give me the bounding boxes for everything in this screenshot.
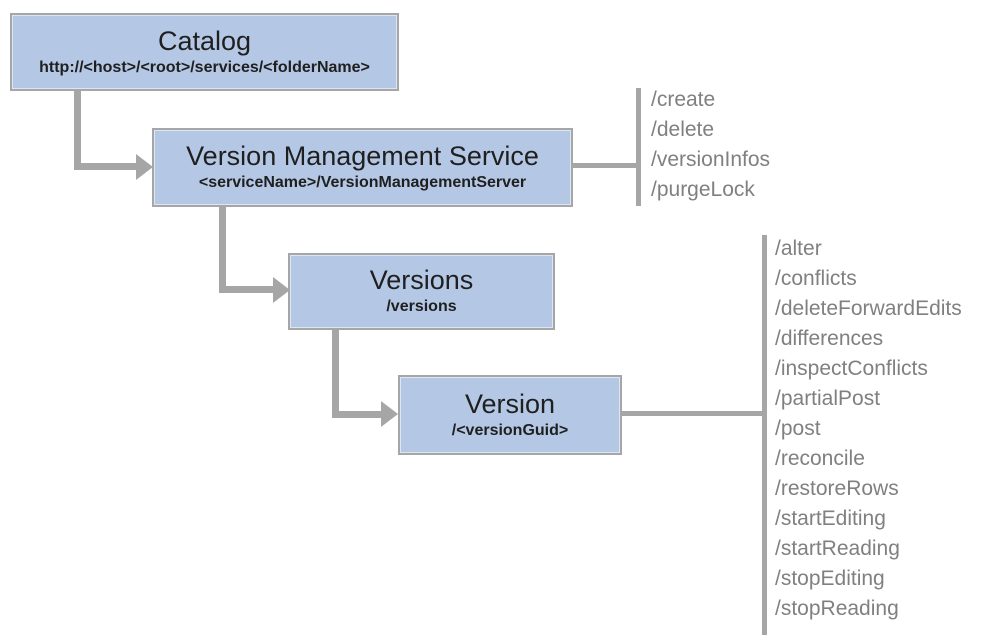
operation-label: /deleteForwardEdits (775, 297, 962, 320)
version-operations-bracket-line (762, 235, 767, 635)
node-version-management-service: Version Management Service <serviceName>… (152, 128, 573, 207)
connector-version-operations-horizontal (622, 411, 765, 416)
node-vms-path: <serviceName>/VersionManagementServer (198, 174, 527, 192)
node-version: Version /<versionGuid> (398, 375, 622, 455)
operation-label: /conflicts (775, 267, 857, 290)
node-versions: Versions /versions (288, 253, 555, 330)
connector-catalog-vms-horizontal (74, 163, 138, 170)
node-version-path: /<versionGuid> (451, 421, 569, 439)
operation-label: /startEditing (775, 507, 886, 530)
vms-operations-bracket-line (636, 88, 641, 206)
node-catalog: Catalog http://<host>/<root>/services/<f… (10, 13, 399, 91)
operation-label: /stopEditing (775, 567, 885, 590)
connector-vms-versions-horizontal (219, 286, 276, 293)
arrowhead-right-icon (136, 154, 153, 180)
node-versions-path: /versions (386, 298, 457, 316)
connector-versions-version-horizontal (332, 411, 384, 418)
connector-catalog-vms-vertical (74, 90, 81, 170)
operation-label: /differences (775, 327, 884, 350)
node-catalog-title: Catalog (157, 25, 252, 56)
vms-operations-list: /create /delete /versionInfos /purgeLock (651, 85, 770, 205)
operation-label: /stopReading (775, 597, 899, 620)
operation-label: /delete (651, 118, 715, 141)
operation-label: /reconcile (775, 447, 865, 470)
connector-versions-version-vertical (332, 329, 339, 418)
operation-label: /startReading (775, 537, 900, 560)
operation-label: /partialPost (775, 387, 881, 410)
node-catalog-url: http://<host>/<root>/services/<folderNam… (39, 58, 370, 76)
operation-label: /inspectConflicts (775, 357, 928, 380)
version-operations-list: /alter /conflicts /deleteForwardEdits /d… (775, 234, 962, 624)
operation-label: /purgeLock (651, 178, 755, 201)
operation-label: /post (775, 417, 821, 440)
operation-label: /create (651, 88, 716, 111)
operation-label: /alter (775, 237, 822, 260)
connector-vms-versions-vertical (219, 206, 226, 293)
operation-label: /restoreRows (775, 477, 899, 500)
node-vms-title: Version Management Service (186, 141, 539, 172)
connector-vms-operations-horizontal (572, 163, 639, 168)
node-versions-title: Versions (369, 265, 474, 296)
arrowhead-right-icon (381, 401, 398, 427)
node-version-title: Version (464, 388, 556, 419)
arrowhead-right-icon (273, 277, 290, 303)
operation-label: /versionInfos (651, 148, 771, 171)
